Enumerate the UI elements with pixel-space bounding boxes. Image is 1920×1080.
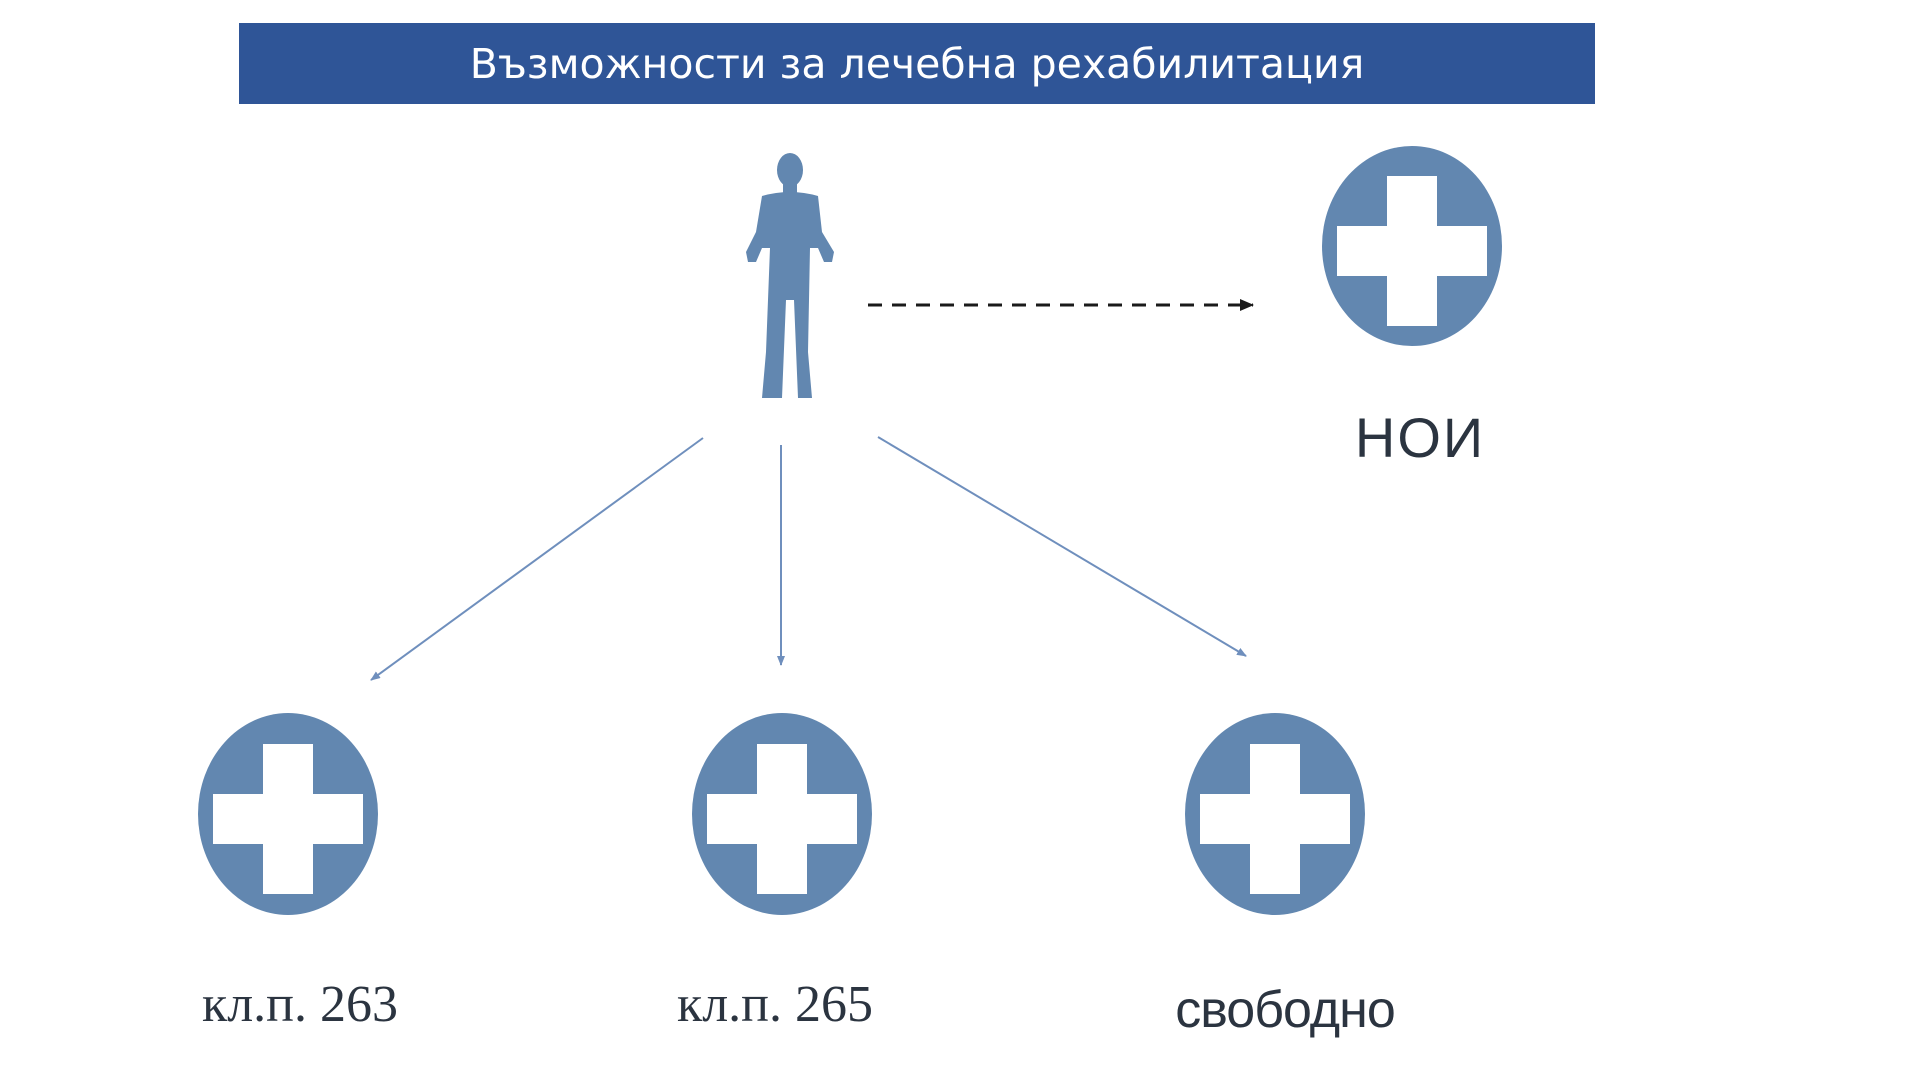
option-2-label: кл.п. 265 [676,976,874,1033]
title-bar: Възможности за лечебна рехабилитация [239,23,1595,104]
arrow-to-option-1 [370,437,704,681]
noi-label: НОИ [1354,406,1486,469]
option-2-medical-cross-icon [692,713,872,915]
option-3-label: свободно [1175,981,1396,1039]
option-3-medical-cross-icon [1185,713,1365,915]
arrow-to-option-3 [877,436,1247,657]
option-1-medical-cross-icon [198,713,378,915]
person-silhouette-icon [746,153,834,398]
noi-medical-cross-icon [1322,146,1502,346]
page-title: Възможности за лечебна рехабилитация [469,39,1365,88]
option-1-label: кл.п. 263 [201,976,399,1033]
